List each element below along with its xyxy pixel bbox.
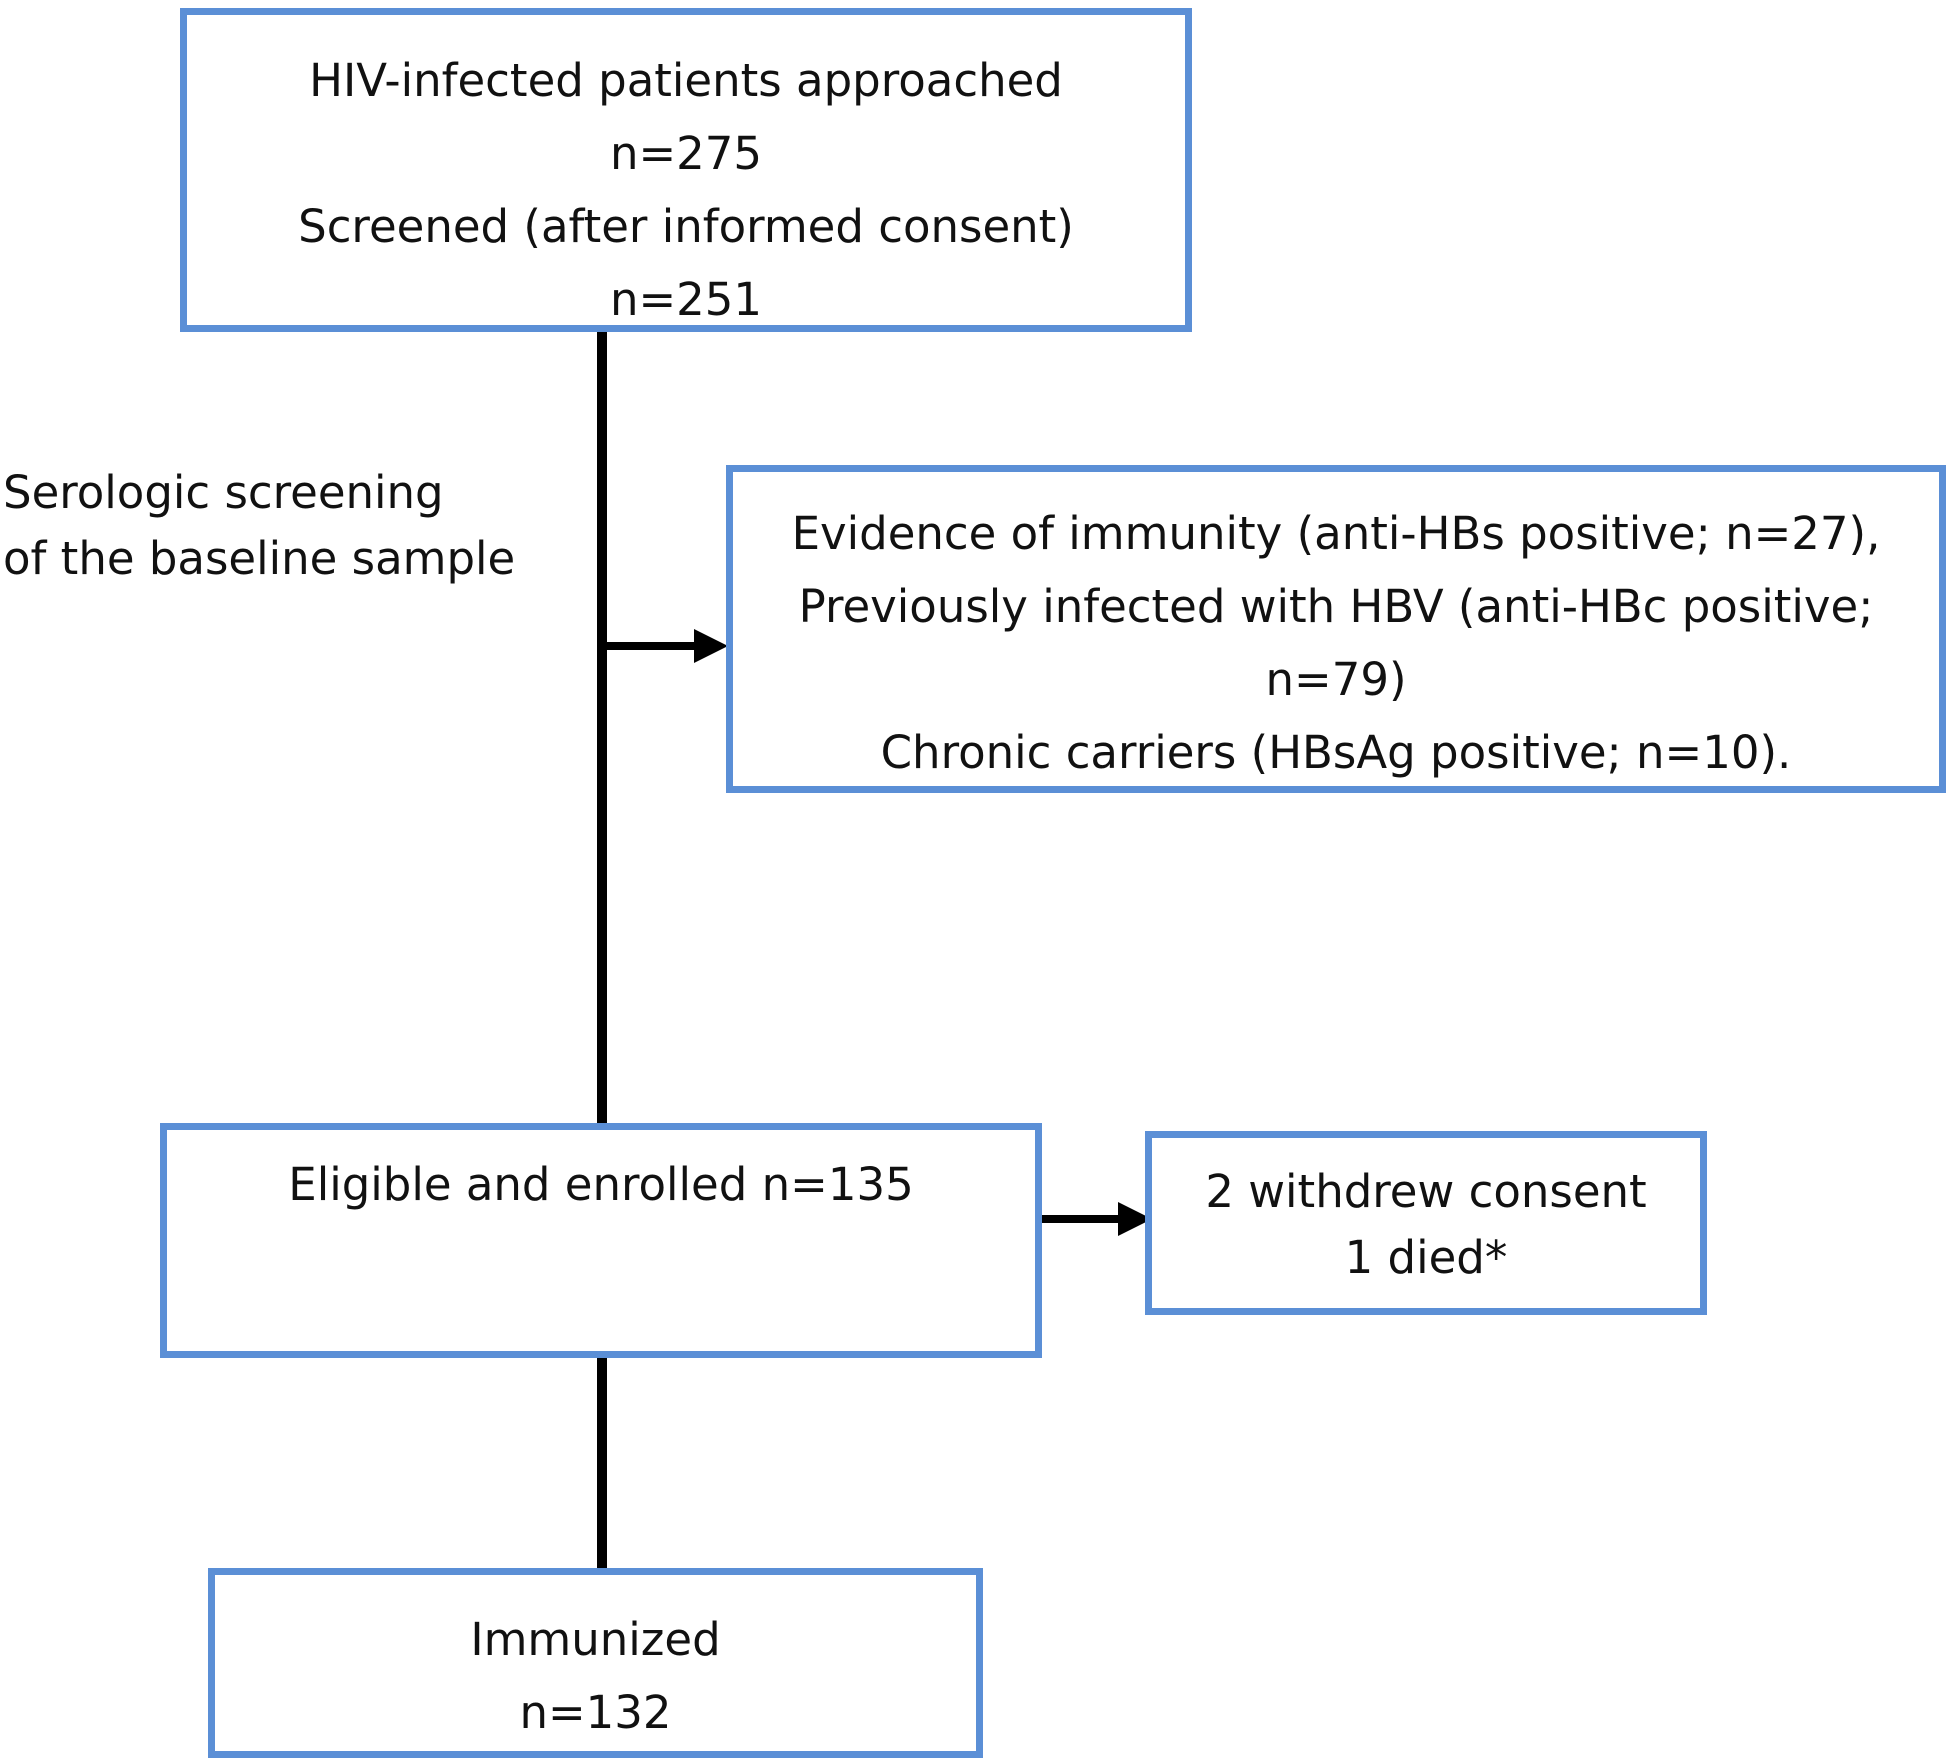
node-text-line: Immunized: [470, 1613, 721, 1666]
node-text-line: Eligible and enrolled n=135: [288, 1158, 914, 1211]
node-approached-screened: HIV-infected patients approached n=275 S…: [180, 8, 1192, 332]
connector-enrolled-to-immunized: [597, 1352, 607, 1570]
arrowhead-to-excluded: [694, 629, 728, 663]
node-text-line: Previously infected with HBV (anti-HBc p…: [798, 580, 1874, 633]
node-immunized: Immunized n=132: [208, 1568, 983, 1758]
node-text-line: n=251: [609, 273, 763, 326]
node-eligible-enrolled: Eligible and enrolled n=135: [160, 1123, 1042, 1358]
node-text-line: n=132: [519, 1686, 672, 1739]
node-text-line: Chronic carriers (HBsAg positive; n=10).: [880, 726, 1792, 779]
connector-approached-to-enrolled: [597, 330, 607, 1125]
connector-to-withdrew: [1040, 1215, 1120, 1223]
node-text-line: 2 withdrew consent: [1205, 1165, 1647, 1218]
node-excluded: Evidence of immunity (anti-HBs positive;…: [726, 465, 1946, 793]
side-label-serologic-screening: Serologic screening of the baseline samp…: [3, 460, 515, 592]
connector-to-excluded: [607, 642, 695, 650]
node-text-line: 1 died*: [1344, 1231, 1508, 1284]
node-text-line: n=275: [609, 127, 763, 180]
node-text-line: Evidence of immunity (anti-HBs positive;…: [791, 507, 1881, 560]
node-text-line: HIV-infected patients approached: [309, 54, 1063, 107]
node-text-line: Screened (after informed consent): [298, 200, 1074, 253]
side-label-line: of the baseline sample: [3, 532, 516, 585]
node-withdrew: 2 withdrew consent 1 died*: [1145, 1131, 1707, 1315]
node-text-line: n=79): [1265, 653, 1407, 706]
side-label-line: Serologic screening: [3, 466, 444, 519]
